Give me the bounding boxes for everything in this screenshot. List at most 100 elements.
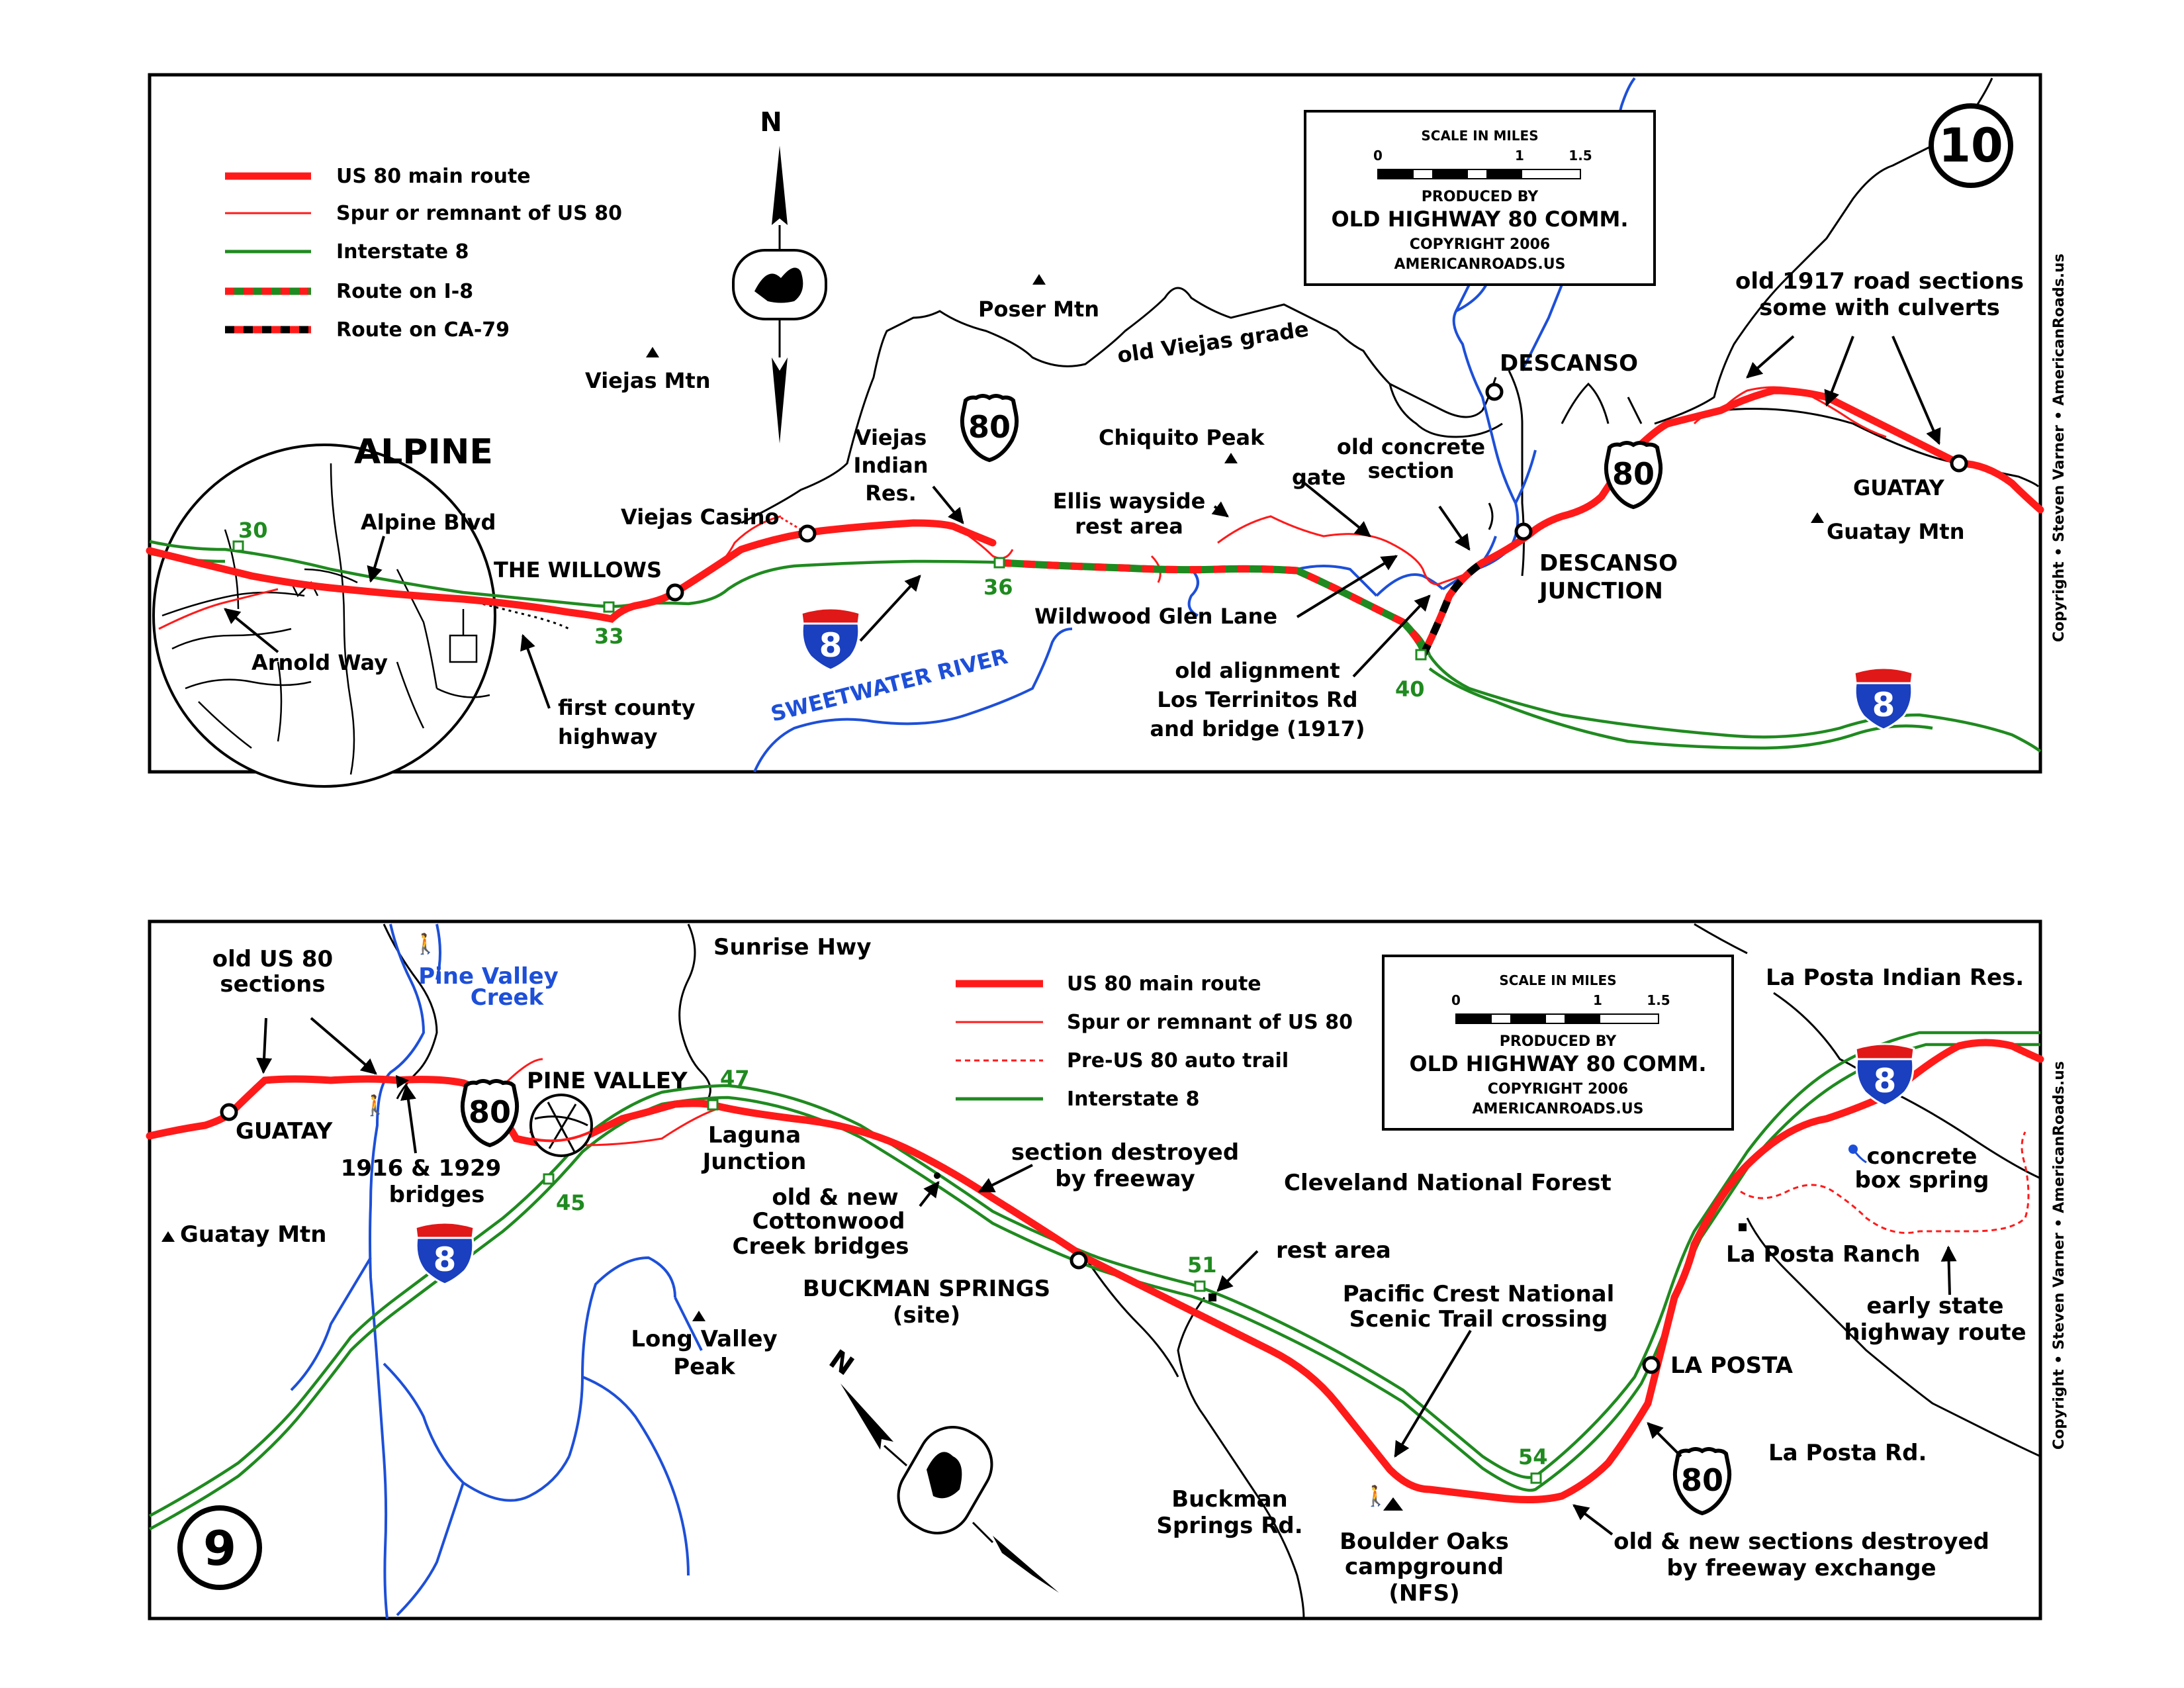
north-arrow-head (772, 146, 788, 225)
svg-text:80: 80 (1612, 456, 1655, 492)
map-9-number-badge (177, 1505, 262, 1590)
map-10-north-arrow: N (732, 107, 827, 444)
map-10-number-badge (1929, 103, 2013, 188)
svg-text:8: 8 (1874, 1062, 1897, 1100)
descanso-junction-label-1: DESCANSO (1539, 550, 1678, 577)
map-10-scale-box: SCALE IN MILES 0 1 1.5 PRODUCED BY OLD H… (1304, 110, 1656, 286)
scale9-tick-1: 1 (1593, 992, 1602, 1008)
pine-valley-creek-label-2: Creek (471, 984, 545, 1011)
section-destroyed-label-2: by freeway (1055, 1166, 1195, 1192)
boulder-label-2: campground (1345, 1554, 1504, 1580)
wildwood-label: Wildwood Glen Lane (1034, 604, 1277, 629)
legend-on-i8-label: Route on I-8 (336, 280, 473, 303)
map-9: 🚶 🚶 🚶 US 80 main route Spur or remnant o… (146, 919, 2044, 1620)
produced-by: PRODUCED BY (1422, 189, 1539, 205)
guatay-label-9: GUATAY (236, 1118, 333, 1145)
scale-title: SCALE IN MILES (1421, 128, 1538, 144)
exit-36-label: 36 (983, 575, 1013, 600)
exit-51-marker (1194, 1280, 1206, 1292)
long-valley-label-2: Peak (673, 1354, 736, 1380)
viejas-res-label-2: Indian (854, 453, 929, 478)
side-copyright-bottom: Copyright • Steven Varner • AmericanRoad… (2051, 1061, 2068, 1450)
viejas-mtn-label: Viejas Mtn (585, 368, 711, 393)
descanso-point (1485, 383, 1504, 401)
exit-54-marker (1530, 1472, 1542, 1484)
i8-shield-9b: 8 (1854, 1043, 1915, 1107)
viejas-casino-label: Viejas Casino (621, 504, 779, 530)
guatay-mtn-peak-9 (161, 1231, 175, 1242)
south-arrow-tail (772, 357, 788, 444)
old-1917-label-2: some with culverts (1759, 295, 2000, 321)
the-willows-point (666, 583, 684, 602)
cottonwood-label-1: old & new (772, 1184, 898, 1211)
laguna-label-2: Junction (702, 1149, 807, 1175)
la-posta-rd-label: La Posta Rd. (1768, 1440, 1927, 1466)
bridges-label-1: 1916 & 1929 (341, 1155, 502, 1182)
scale9-copyright: COPYRIGHT 2006 (1488, 1081, 1628, 1098)
scale9-title: SCALE IN MILES (1499, 972, 1616, 988)
pine-valley-circle (529, 1094, 593, 1157)
us80-shield-9a: 80 (463, 1081, 517, 1145)
scale9-tick-15: 1.5 (1647, 992, 1670, 1008)
legend-interstate-label: Interstate 8 (336, 240, 469, 263)
early-state-label-2: highway route (1844, 1319, 2026, 1346)
buckman-rd-label-2: Springs Rd. (1156, 1513, 1302, 1539)
map-10-number: 10 (1938, 118, 2003, 173)
map-10-legend: US 80 main route Spur or remnant of US 8… (225, 165, 622, 342)
guatay-mtn-label-9: Guatay Mtn (180, 1221, 327, 1248)
legend-spur-label: Spur or remnant of US 80 (336, 202, 622, 225)
alpine-inset-circle (152, 444, 496, 788)
section-destroyed-label-1: section destroyed (1011, 1139, 1239, 1166)
la-posta-point (1642, 1356, 1661, 1374)
poser-mtn-label: Poser Mtn (978, 297, 1099, 322)
scale9-bar (1455, 1013, 1659, 1024)
legend-on-ca79-label: Route on CA-79 (336, 318, 510, 342)
route-on-i8 (999, 559, 1426, 651)
concrete-label-2: box spring (1854, 1167, 1989, 1194)
exit-54-label: 54 (1518, 1444, 1548, 1470)
exit-45-marker (543, 1173, 555, 1185)
campground-tent-icon (1383, 1497, 1403, 1511)
viejas-casino-point (798, 524, 817, 543)
i8-shield-10b: 8 (1853, 667, 1914, 731)
exit-33-marker (603, 601, 615, 613)
exit-40-marker (1415, 649, 1427, 661)
cottonwood-label-3: Creek bridges (732, 1233, 909, 1260)
route-on-ca79 (1420, 559, 1485, 657)
ellis-label-2: rest area (1075, 514, 1183, 539)
exit-45-label: 45 (556, 1190, 586, 1215)
rest-area-label: rest area (1276, 1237, 1391, 1264)
descanso-label: DESCANSO (1500, 350, 1638, 377)
svg-text:8: 8 (1872, 686, 1895, 724)
arnold-way-label: Arnold Way (251, 650, 388, 675)
old-1917-label-1: old 1917 road sections (1735, 268, 2024, 295)
map-9-scale-box: SCALE IN MILES 0 1 1.5 PRODUCED BY OLD H… (1382, 955, 1734, 1131)
bridges-label-2: bridges (389, 1182, 485, 1208)
north-letter: N (760, 107, 782, 138)
north-arrow-head-9 (841, 1383, 893, 1450)
alpine-title: ALPINE (354, 432, 493, 472)
south-arrow-tail-9 (993, 1536, 1059, 1593)
svg-text:8: 8 (819, 626, 842, 665)
guatay-point (1950, 454, 1968, 473)
exit-33-label: 33 (594, 624, 624, 649)
map-9-peaks (161, 1231, 705, 1321)
exchange-label-1: old & new sections destroyed (1614, 1528, 1989, 1555)
svg-text:80: 80 (968, 409, 1011, 445)
legend9-interstate-label: Interstate 8 (1067, 1088, 1199, 1111)
alpine-inset (152, 444, 496, 788)
gate-label: gate (1292, 465, 1346, 490)
early-state-label-1: early state (1866, 1293, 2003, 1319)
viejas-res-label-1: Viejas (855, 425, 927, 450)
chiquito-peak-marker (1224, 453, 1238, 463)
hiker-icon-bridges: 🚶 (363, 1094, 387, 1117)
cottonwood-label-2: Cottonwood (752, 1208, 905, 1235)
pct-label-2: Scenic Trail crossing (1349, 1306, 1608, 1333)
map-10-arrows (224, 335, 1941, 709)
svg-text:80: 80 (1681, 1462, 1723, 1498)
copyright-year: COPYRIGHT 2006 (1410, 236, 1550, 253)
guatay-label: GUATAY (1853, 475, 1945, 500)
hiker-icon-creek: 🚶 (413, 932, 437, 956)
the-willows-label: THE WILLOWS (494, 557, 662, 583)
